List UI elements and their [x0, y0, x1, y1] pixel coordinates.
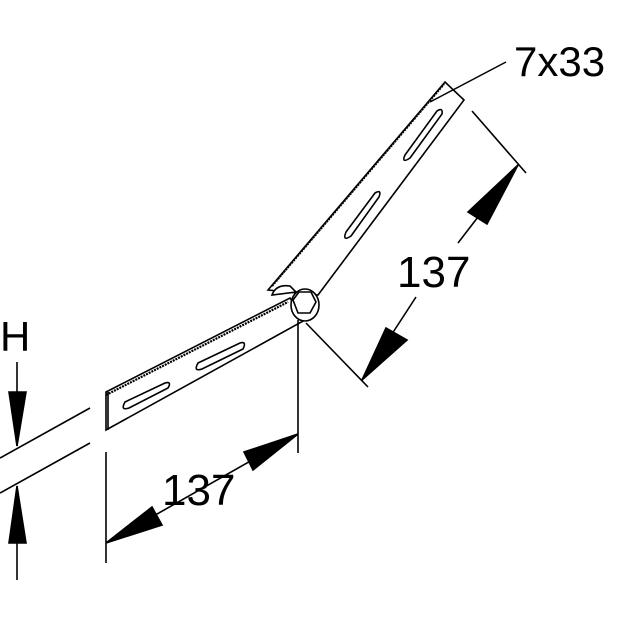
slot-1 [122, 381, 171, 410]
lower-arm-plate [105, 296, 307, 432]
hinge-bolt [270, 284, 320, 322]
slot-2 [195, 341, 246, 371]
upper-dimension-label: 137 [397, 248, 470, 297]
slot-3 [344, 190, 381, 240]
height-dimension [0, 362, 91, 580]
upper-dimension [305, 110, 527, 388]
slot-4 [403, 108, 443, 162]
slot-leader-line [429, 61, 507, 103]
lower-dimension [105, 320, 299, 563]
slot-size-label: 7x33 [514, 38, 605, 85]
height-label: H [0, 313, 30, 360]
lower-dimension-label: 137 [162, 466, 235, 515]
